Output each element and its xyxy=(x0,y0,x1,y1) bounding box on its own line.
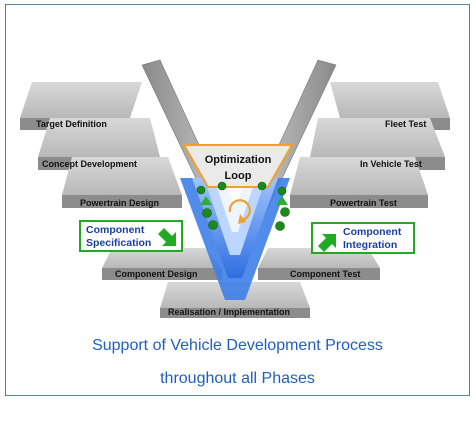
component-integration-box xyxy=(311,222,415,254)
optimization-loop-label-1: Optimization xyxy=(205,154,272,166)
component-specification-label-2: Specification xyxy=(86,237,151,249)
component-specification-label-1: Component xyxy=(86,224,145,236)
right-step-3 xyxy=(290,157,428,208)
left-step-2-label: Concept Development xyxy=(42,159,137,169)
left-step-4-label: Component Design xyxy=(115,269,198,279)
loop-connectors xyxy=(196,181,290,231)
caption-line-2: throughout all Phases xyxy=(160,370,315,387)
component-integration-label-1: Component xyxy=(343,226,402,238)
left-step-4 xyxy=(102,248,222,280)
left-step-1-label: Target Definition xyxy=(36,119,107,129)
bottom-step-label: Realisation / Implementation xyxy=(168,307,290,317)
blue-v-shape xyxy=(180,178,290,300)
component-specification-box xyxy=(79,220,183,252)
right-step-3-label: Powertrain Test xyxy=(330,198,397,208)
caption-line-1: Support of Vehicle Development Process xyxy=(92,337,383,354)
right-step-4-label: Component Test xyxy=(290,269,360,279)
green-arrow-icons xyxy=(200,196,288,205)
left-step-3-label: Powertrain Design xyxy=(80,198,159,208)
loop-arrow-icon xyxy=(228,199,251,222)
component-integration-label-2: Integration xyxy=(343,239,397,251)
right-step-1-label: Fleet Test xyxy=(385,119,426,129)
left-step-3 xyxy=(62,157,182,208)
optimization-loop-label-2: Loop xyxy=(225,170,252,182)
optimization-loop-box xyxy=(182,144,294,188)
right-step-2-label: In Vehicle Test xyxy=(360,159,422,169)
